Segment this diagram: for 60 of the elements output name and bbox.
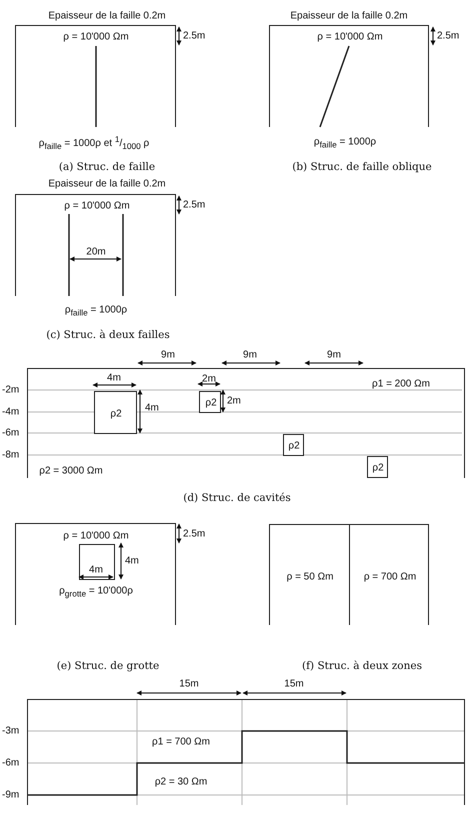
resistivity-label: ρ$_{grotte}$ = 10'000ρ <box>59 585 133 599</box>
dimension-label: ρ$_{faille}$ = 1000ρ <box>314 136 376 150</box>
dimension-label: -2m <box>2 384 20 396</box>
dimension-label: 15m <box>179 678 199 690</box>
resistivity-panel <box>269 25 429 127</box>
dimension-label: 4m <box>145 402 159 414</box>
figure-caption: (d) Struc. de cavités <box>183 493 291 505</box>
resistivity-label: ρ = 10'000 Ωm <box>317 32 383 42</box>
dimension-label: -4m <box>2 406 20 418</box>
resistivity-label: ρ = 700 Ωm <box>364 572 416 582</box>
resistivity-panel <box>27 368 465 478</box>
resistivity-label: ρ = 50 Ωm <box>286 572 334 582</box>
dimension-label: -6m <box>2 428 20 438</box>
dimension-label: 9m <box>161 350 175 360</box>
cave-box <box>79 544 115 580</box>
zone-panel <box>269 524 350 625</box>
resistivity-label: ρ1 = 700 Ωm <box>152 736 210 748</box>
figure-caption: (b) Struc. de faille oblique <box>292 162 432 174</box>
dimension-label: 4m <box>107 372 121 384</box>
dimension-label: 4m <box>89 564 103 576</box>
dimension-label: 2m <box>227 396 241 406</box>
dimension-label: ρ$_{faille}$ = 1000ρ <box>64 304 128 318</box>
figure-caption: (c) Struc. à deux failles <box>46 330 170 342</box>
cavity-box <box>94 391 137 434</box>
resistivity-label: ρ = 10'000 Ωm <box>63 32 129 42</box>
dimension-label: 20m <box>86 246 106 258</box>
figure-caption: (e) Struc. de grotte <box>56 661 160 673</box>
dimension-label: 9m <box>327 350 341 360</box>
resistivity-label: ρ2 <box>372 462 384 474</box>
figure-caption: (f) Struc. à deux zones <box>302 661 422 673</box>
dimension-label: 2.5m <box>183 200 206 210</box>
cavity-box <box>199 391 221 413</box>
figure-caption: (a) Struc. de faille <box>58 162 156 174</box>
zone-panel <box>349 524 429 625</box>
resistivity-label: ρ2 <box>110 408 122 420</box>
resistivity-panel <box>15 194 176 296</box>
resistivity-label: ρ2 = 3000 Ωm <box>39 466 103 476</box>
dimension-label: 2.5m <box>437 30 460 42</box>
resistivity-label: ρ2 = 30 Ωm <box>154 776 208 788</box>
dimension-label: 15m <box>284 678 304 690</box>
resistivity-label: ρ1 = 200 Ωm <box>372 378 430 390</box>
resistivity-panel <box>27 699 465 805</box>
dimension-label: 9m <box>243 350 257 360</box>
dimension-label: 2.5m <box>183 30 206 42</box>
dimension-label: -6m <box>2 758 20 768</box>
dimension-label: -8m <box>2 450 20 460</box>
dimension-label: -9m <box>2 790 20 800</box>
dimension-label: 2.5m <box>183 528 206 540</box>
dimension-label: -3m <box>2 726 20 736</box>
resistivity-label: ρ = 10'000 Ωm <box>63 530 129 542</box>
resistivity-label: ρ2 <box>288 440 300 452</box>
resistivity-panel <box>15 523 176 625</box>
dimension-label: 4m <box>125 556 139 566</box>
resistivity-panel <box>15 25 176 127</box>
resistivity-label: ρ = 10'000 Ωm <box>64 200 130 212</box>
dimension-label: ρ$_{faille}$ = 1000ρ et $^{1}$/$_{1000}$ ρ <box>38 134 150 152</box>
cavity-box <box>283 434 304 456</box>
resistivity-label: ρ2 <box>205 398 217 408</box>
dimension-label: 2m <box>202 374 216 384</box>
cavity-box <box>367 456 388 478</box>
